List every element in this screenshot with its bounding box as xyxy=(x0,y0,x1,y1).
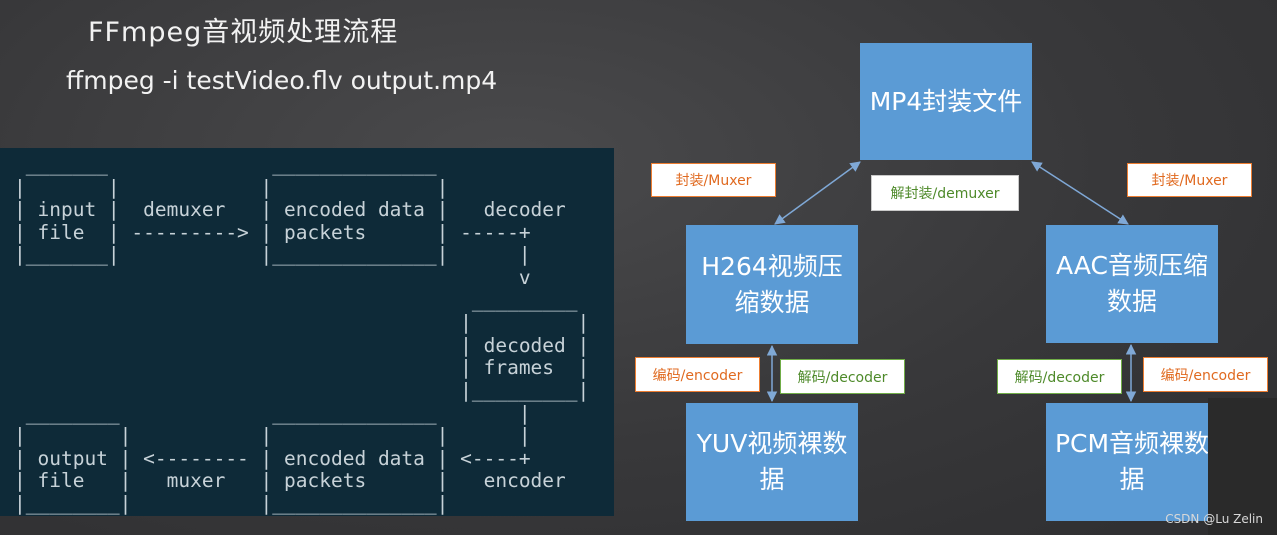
node-h264-compressed: H264视频压缩数据 xyxy=(686,225,858,344)
node-mp4-container: MP4封装文件 xyxy=(860,43,1032,160)
right-edge-strip xyxy=(1208,398,1277,535)
arrow-mp4-h264 xyxy=(774,161,861,225)
label-decoder-left: 解码/decoder xyxy=(780,359,905,394)
label-muxer-right: 封装/Muxer xyxy=(1127,163,1252,197)
arrow-mp4-aac xyxy=(1031,161,1129,225)
node-yuv-raw: YUV视频裸数据 xyxy=(686,403,858,521)
page-title: FFmpeg音视频处理流程 xyxy=(88,17,399,48)
node-pcm-raw: PCM音频裸数据 xyxy=(1046,403,1218,521)
terminal-ascii-diagram: _______ ______________ | | | | | input |… xyxy=(0,148,614,516)
label-decoder-right: 解码/decoder xyxy=(997,359,1122,394)
ffmpeg-command: ffmpeg -i testVideo.flv output.mp4 xyxy=(66,66,498,95)
label-encoder-left: 编码/encoder xyxy=(635,357,760,392)
node-aac-compressed: AAC音频压缩数据 xyxy=(1046,225,1218,343)
label-demuxer: 解封装/demuxer xyxy=(871,175,1019,211)
terminal-text: _______ ______________ | | | | | input |… xyxy=(14,153,590,515)
watermark: CSDN @Lu Zelin xyxy=(1165,512,1263,526)
label-encoder-right: 编码/encoder xyxy=(1143,357,1268,392)
label-muxer-left: 封装/Muxer xyxy=(651,163,776,197)
